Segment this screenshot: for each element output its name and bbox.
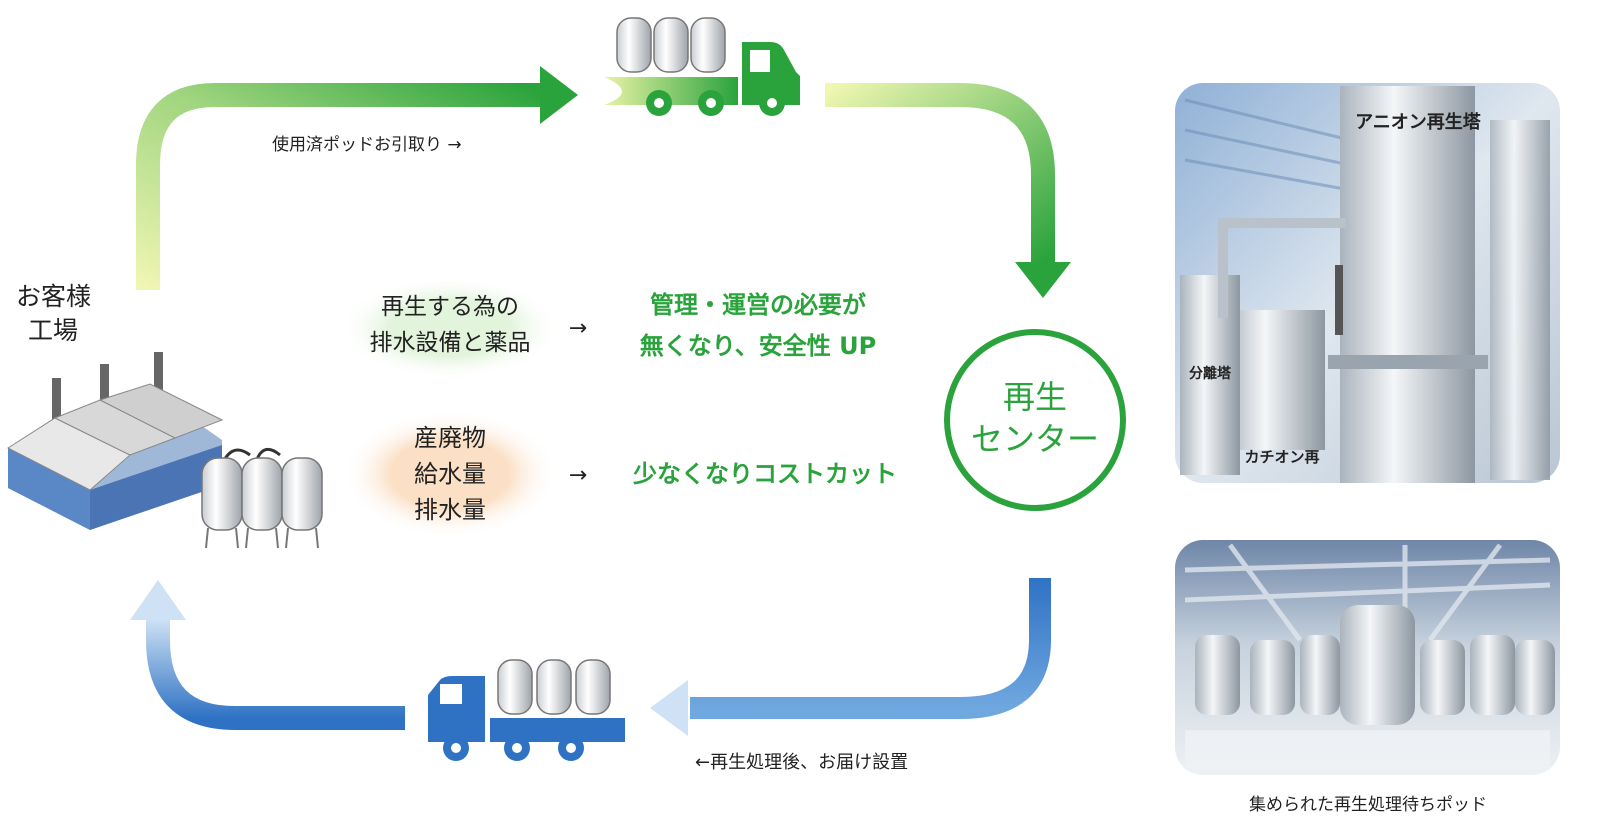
factory-tanks-icon (201, 447, 323, 549)
flow-top-arrow (136, 66, 578, 290)
customer-label-line2: 工場 (28, 316, 78, 345)
benefit1-arrow: → (569, 316, 587, 341)
regeneration-center-line1: 再生 (1003, 378, 1067, 416)
flow-return-right-arrow (690, 578, 1051, 719)
delivery-flow-label: ←再生処理後、お届け設置 (695, 752, 908, 773)
benefit2-oval-line1: 産廃物 (414, 424, 486, 452)
regeneration-tower-photo: アニオン再生塔 分離塔 カチオン再 (1175, 83, 1560, 483)
sign-separation-tower: 分離塔 (1189, 365, 1232, 382)
regeneration-center-circle (944, 329, 1126, 511)
sign-anion-tower: アニオン再生塔 (1355, 111, 1482, 133)
pickup-flow-label: 使用済ポッドお引取り → (272, 134, 462, 155)
flow-bottom-arrow (650, 680, 960, 736)
waiting-pods-caption: 集められた再生処理待ちポッド (1249, 795, 1487, 815)
factory-icon (6, 352, 224, 530)
green-truck-tanks (616, 17, 726, 73)
benefit1-result-line2: 無くなり、安全性 UP (640, 332, 876, 360)
benefit2-result: 少なくなりコストカット (632, 460, 897, 488)
benefit2-oval-line2: 給水量 (414, 460, 486, 488)
blue-truck-tanks (497, 659, 611, 715)
regeneration-center-line2: センター (971, 420, 1099, 458)
benefit1-oval (338, 276, 562, 380)
benefit2-oval (342, 410, 558, 538)
benefit1-result-line1: 管理・運営の必要が (650, 291, 866, 319)
benefit1-oval-line1: 再生する為の (381, 294, 519, 320)
blue-truck-icon (428, 659, 625, 761)
flow-return-left-arrow (130, 580, 405, 730)
waiting-pods-photo (1175, 540, 1560, 775)
benefit2-arrow: → (569, 463, 587, 488)
flow-right-arrow (825, 83, 1071, 298)
benefit1-oval-line2: 排水設備と薬品 (370, 330, 531, 356)
customer-label-line1: お客様 (16, 282, 91, 311)
green-truck-icon (604, 17, 800, 116)
sign-cation-tower: カチオン再 (1244, 448, 1319, 466)
benefit2-oval-line3: 排水量 (414, 496, 486, 524)
